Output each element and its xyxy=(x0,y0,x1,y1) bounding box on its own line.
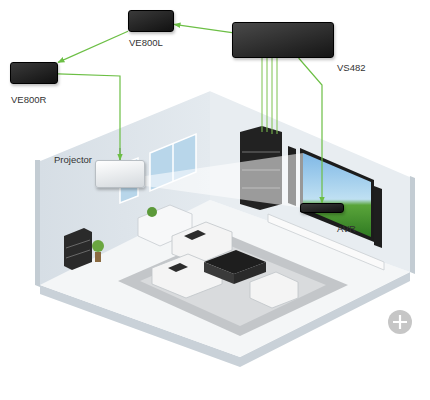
shelf xyxy=(66,250,90,258)
cable xyxy=(277,58,278,134)
rug xyxy=(118,234,348,336)
speaker xyxy=(374,186,382,248)
cable xyxy=(272,58,273,134)
device-label: VE800R xyxy=(11,95,46,105)
bookshelf xyxy=(64,228,92,270)
device-label: Projector xyxy=(54,155,92,165)
cable xyxy=(262,58,263,132)
device-label: VS482 xyxy=(337,63,366,73)
signal-connector xyxy=(58,31,128,62)
projector-beam xyxy=(145,153,303,208)
wall-edge xyxy=(35,160,40,287)
sofa xyxy=(250,272,298,308)
cushion xyxy=(168,263,188,272)
plant-pot xyxy=(95,252,101,262)
cable xyxy=(267,58,268,132)
extender-local: VE800L xyxy=(128,10,174,32)
tv-screen xyxy=(303,153,371,237)
signal-connector xyxy=(58,74,120,160)
shelf xyxy=(66,240,90,248)
plant xyxy=(147,207,157,217)
device-label: AVR xyxy=(337,224,356,234)
plus-symbol xyxy=(393,315,407,329)
wall-edge xyxy=(410,176,415,274)
device-label: VE800L xyxy=(129,38,163,48)
plant xyxy=(92,240,104,252)
projector-box: Projector xyxy=(95,160,145,188)
video-switch: VS482 xyxy=(232,22,334,58)
tv-frame xyxy=(300,148,374,242)
expand-button xyxy=(388,310,412,334)
signal-connector xyxy=(299,58,322,203)
avr-box: AVR xyxy=(300,203,344,213)
rug xyxy=(140,244,326,326)
extender-remote: VE800R xyxy=(10,62,58,84)
rack-shelf xyxy=(242,152,280,153)
coffee-table xyxy=(204,262,234,284)
cushion xyxy=(184,230,206,240)
signal-connector xyxy=(174,24,232,32)
